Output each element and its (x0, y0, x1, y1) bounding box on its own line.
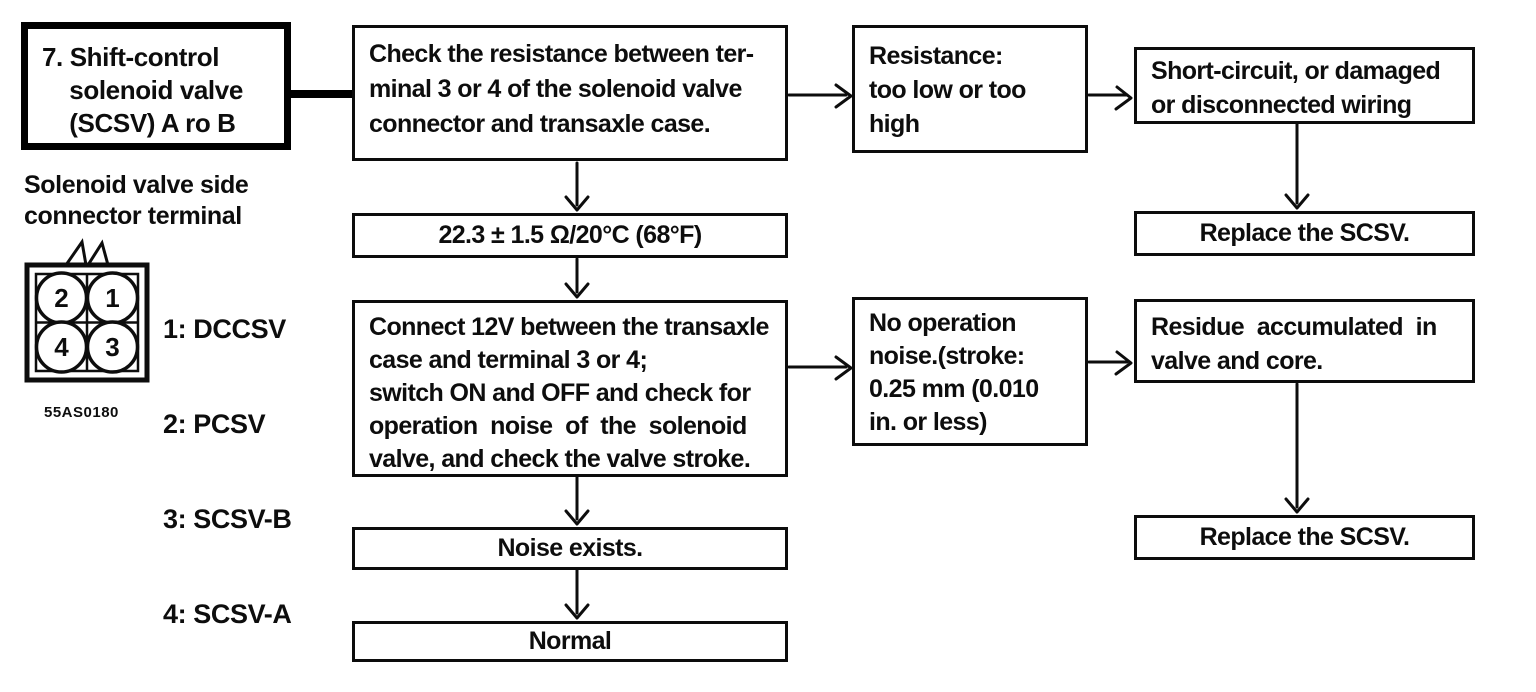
title-link-line (291, 90, 353, 98)
connector-diagram: 2 1 4 3 (24, 238, 150, 383)
connector-tab-right (85, 239, 110, 267)
node-connect-12v: Connect 12V between the transaxle case a… (352, 300, 788, 477)
node-resistance-spec: 22.3 ± 1.5 Ω/20°C (68°F) (352, 213, 788, 258)
pin-legend-item: 4: SCSV-A (163, 599, 292, 629)
node-replace-scsv-1: Replace the SCSV. (1134, 211, 1475, 256)
pin-legend-item: 1: DCCSV (163, 314, 286, 344)
node-replace-scsv-2: Replace the SCSV. (1134, 515, 1475, 560)
pin-legend-item: 2: PCSV (163, 409, 266, 439)
pin-label: 4 (54, 332, 69, 362)
node-normal: Normal (352, 621, 788, 662)
pin-3-circle (85, 320, 140, 374)
connector-tab-left (63, 238, 88, 267)
pin-legend: 1: DCCSV 2: PCSV 3: SCSV-B 4: SCSV-A (163, 252, 292, 692)
pin-label: 2 (54, 283, 68, 313)
flow-title-box: 7. Shift-control solenoid valve (SCSV) A… (21, 22, 291, 150)
figure-code: 55AS0180 (44, 404, 119, 421)
node-residue-accumulated: Residue accumulated in valve and core. (1134, 299, 1475, 383)
node-resistance-abnormal: Resistance: too low or too high (852, 25, 1088, 153)
pin-label: 3 (105, 332, 119, 362)
pin-label: 1 (105, 283, 119, 313)
node-check-resistance: Check the resistance between ter- minal … (352, 25, 788, 161)
node-noise-exists: Noise exists. (352, 527, 788, 570)
node-no-operation-noise: No operation noise.(stroke: 0.25 mm (0.0… (852, 297, 1088, 446)
pin-legend-item: 3: SCSV-B (163, 504, 292, 534)
node-wiring-damage: Short-circuit, or damaged or disconnecte… (1134, 47, 1475, 124)
connector-terminal-label: Solenoid valve side connector terminal (24, 171, 249, 230)
